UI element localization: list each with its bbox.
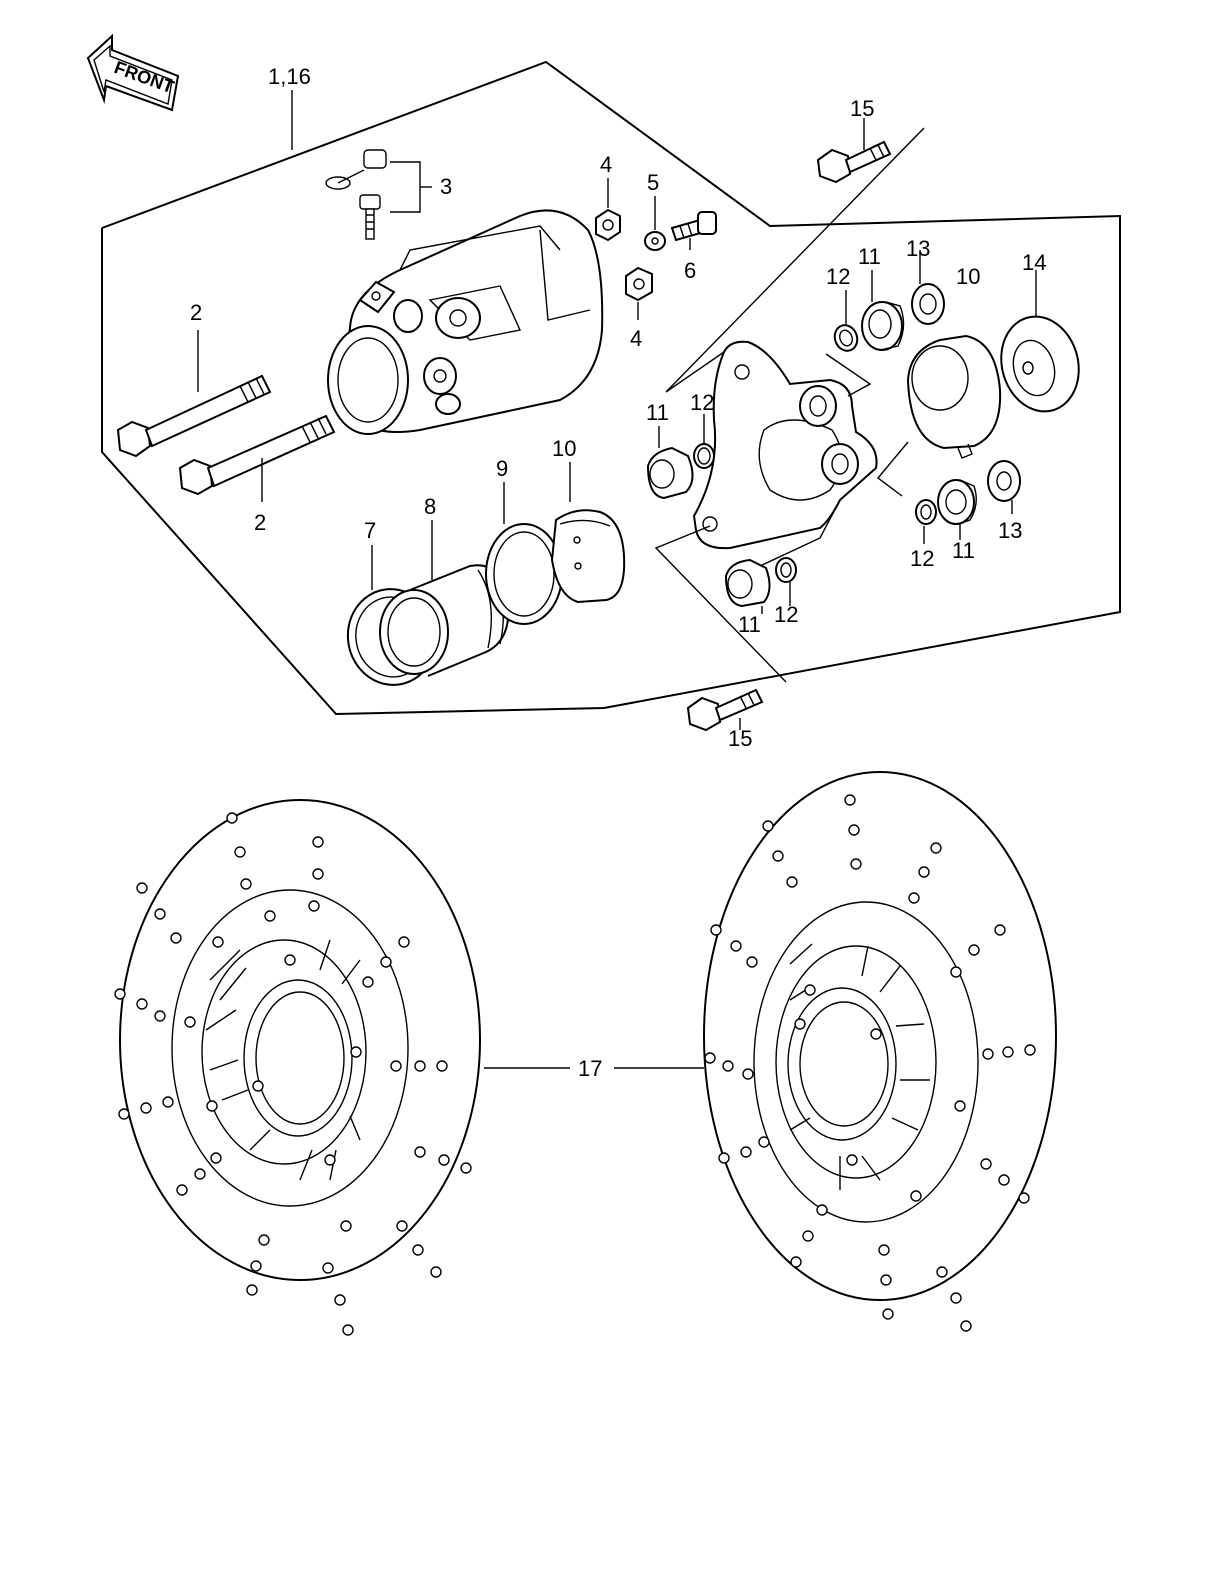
disc-right-holes — [704, 794, 1036, 1332]
front-arrow-icon: FRONT — [86, 33, 180, 112]
callout-15-lower: 15 — [728, 726, 752, 751]
callout-6: 6 — [684, 258, 696, 283]
callout-8: 8 — [424, 494, 436, 519]
callout-13-upper: 13 — [906, 236, 930, 261]
boot-upper — [911, 283, 945, 325]
callout-2-upper: 2 — [190, 300, 202, 325]
caliper-bolt-upper — [116, 374, 272, 458]
callout-15-upper: 15 — [850, 96, 874, 121]
brake-pad — [550, 509, 626, 604]
sleeve-lower — [724, 558, 771, 608]
callout-13-lower: 13 — [998, 518, 1022, 543]
sleeve-lower-right — [937, 479, 977, 525]
callout-12-lower: 12 — [774, 602, 798, 627]
cap — [1000, 315, 1080, 413]
circlip-left — [693, 443, 715, 469]
assembly-line-right-upper — [825, 353, 872, 397]
callout-4-lower: 4 — [630, 326, 642, 351]
callout-4-upper: 4 — [600, 152, 612, 177]
sleeve-upper — [861, 301, 905, 351]
bracket-bolt-lower — [686, 688, 764, 732]
callout-12-upper: 12 — [826, 264, 850, 289]
leader-lines — [197, 90, 1037, 1069]
callout-11-lower: 11 — [738, 612, 761, 637]
callout-12-lower-right: 12 — [910, 546, 934, 571]
brake-disc-left — [114, 799, 481, 1336]
nut-lower — [625, 266, 653, 302]
callout-11-upper: 11 — [858, 244, 881, 269]
dust-seal — [485, 523, 563, 625]
callout-11-left: 11 — [646, 400, 669, 425]
brake-disc-right — [703, 771, 1057, 1332]
disc-left-holes — [114, 812, 472, 1336]
boot-lower-right — [987, 460, 1021, 502]
callout-10-right: 10 — [956, 264, 980, 289]
callout-3: 3 — [440, 174, 452, 199]
assembly-boundary — [101, 60, 1121, 716]
assembly-line-lower-mid — [759, 499, 841, 567]
caliper-holder-bracket — [692, 340, 878, 550]
assembly-line-right-lower — [876, 441, 909, 497]
callout-12-left: 12 — [690, 390, 714, 415]
callout-5: 5 — [647, 170, 659, 195]
caliper-bolt-lower — [178, 414, 336, 496]
bracket-bolt-upper — [816, 140, 892, 184]
callout-9: 9 — [496, 456, 508, 481]
nut-upper — [595, 208, 621, 242]
circlip-lower — [775, 557, 797, 583]
assembly-line-upper — [665, 127, 925, 393]
callout-1-16: 1,16 — [268, 64, 311, 89]
callout-7: 7 — [364, 518, 376, 543]
callout-17: 17 — [578, 1056, 602, 1081]
washer — [644, 231, 666, 251]
callout-14: 14 — [1022, 250, 1046, 275]
pad-bolt — [670, 211, 717, 242]
callout-10-left: 10 — [552, 436, 576, 461]
circlip-lower-right — [915, 499, 937, 525]
circlip-upper — [833, 324, 859, 352]
bleeder-valve — [325, 149, 387, 240]
assembly-line-lower — [654, 525, 787, 683]
caliper-body — [327, 209, 604, 435]
sleeve-left — [646, 446, 694, 500]
callouts: 1,16 3 2 2 4 5 6 4 7 8 9 10 11 12 12 11 … — [190, 64, 1046, 1081]
callout-11-lower-right: 11 — [952, 538, 975, 563]
pad-right — [906, 334, 1002, 459]
callout-2-lower: 2 — [254, 510, 266, 535]
piston — [379, 564, 510, 677]
